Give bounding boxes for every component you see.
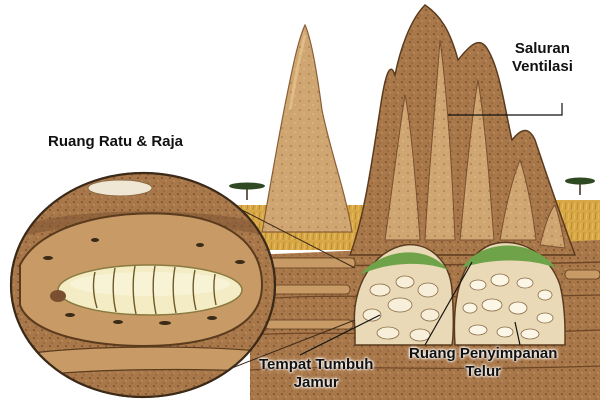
fungus-comb-chamber — [353, 244, 455, 346]
fungus-garden-label-line2: Jamur — [293, 374, 339, 391]
pointer-lines — [299, 103, 563, 356]
queen-chamber-magnified — [9, 171, 277, 399]
egg-storage-chamber — [453, 241, 566, 346]
egg-cells-icon — [462, 273, 554, 340]
acacia-tree-icon — [229, 182, 265, 200]
worker-termites — [43, 238, 245, 325]
fungus-garden-label: Tempat Tumbuh Jamur — [259, 356, 373, 392]
queen-chamber-label-text: Ruang Ratu & Raja — [48, 133, 184, 150]
distant-mound — [261, 23, 353, 233]
egg-storage-label: Ruang Penyimpanan Telur — [409, 345, 557, 381]
acacia-tree-icon — [565, 177, 595, 195]
egg-storage-label-line2: Telur — [465, 363, 501, 380]
ventilation-label-line1: Saluran — [514, 40, 570, 57]
ventilation-label: Saluran Ventilasi — [512, 40, 573, 76]
egg-storage-label-line1: Ruang Penyimpanan — [409, 345, 558, 362]
main-termite-mound — [348, 4, 577, 256]
queen-chamber-label: Ruang Ratu & Raja — [48, 133, 183, 151]
ventilation-label-line2: Ventilasi — [512, 58, 573, 75]
queen-termite-icon — [50, 264, 243, 316]
fungus-garden-label-line1: Tempat Tumbuh — [259, 356, 374, 373]
magnifier-connectors — [231, 207, 356, 369]
